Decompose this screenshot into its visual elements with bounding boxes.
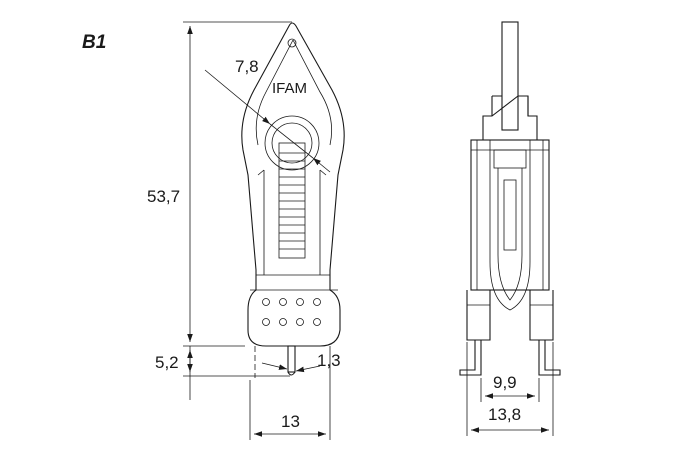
- hole-grid: [262, 298, 321, 326]
- dim-width-side-outer: 13,8: [488, 405, 521, 424]
- dim-width-side-inner: 9,9: [493, 373, 517, 392]
- ladder-rungs: [279, 152, 305, 250]
- front-view: IFAM: [241, 22, 345, 378]
- front-dimensions: 53,7 5,2 1,3 7,8 13: [147, 21, 341, 440]
- dim-width-front: 13: [281, 412, 300, 431]
- dim-pin-diameter: 1,3: [317, 351, 341, 370]
- logo-text: IFAM: [272, 80, 307, 97]
- side-view: [459, 21, 561, 376]
- dim-hole-diameter: 7,8: [235, 57, 259, 76]
- dim-pin-length: 5,2: [155, 353, 179, 372]
- dim-height-total: 53,7: [147, 187, 180, 206]
- side-dimensions: 9,9 13,8: [466, 342, 554, 436]
- view-label: B1: [82, 32, 106, 53]
